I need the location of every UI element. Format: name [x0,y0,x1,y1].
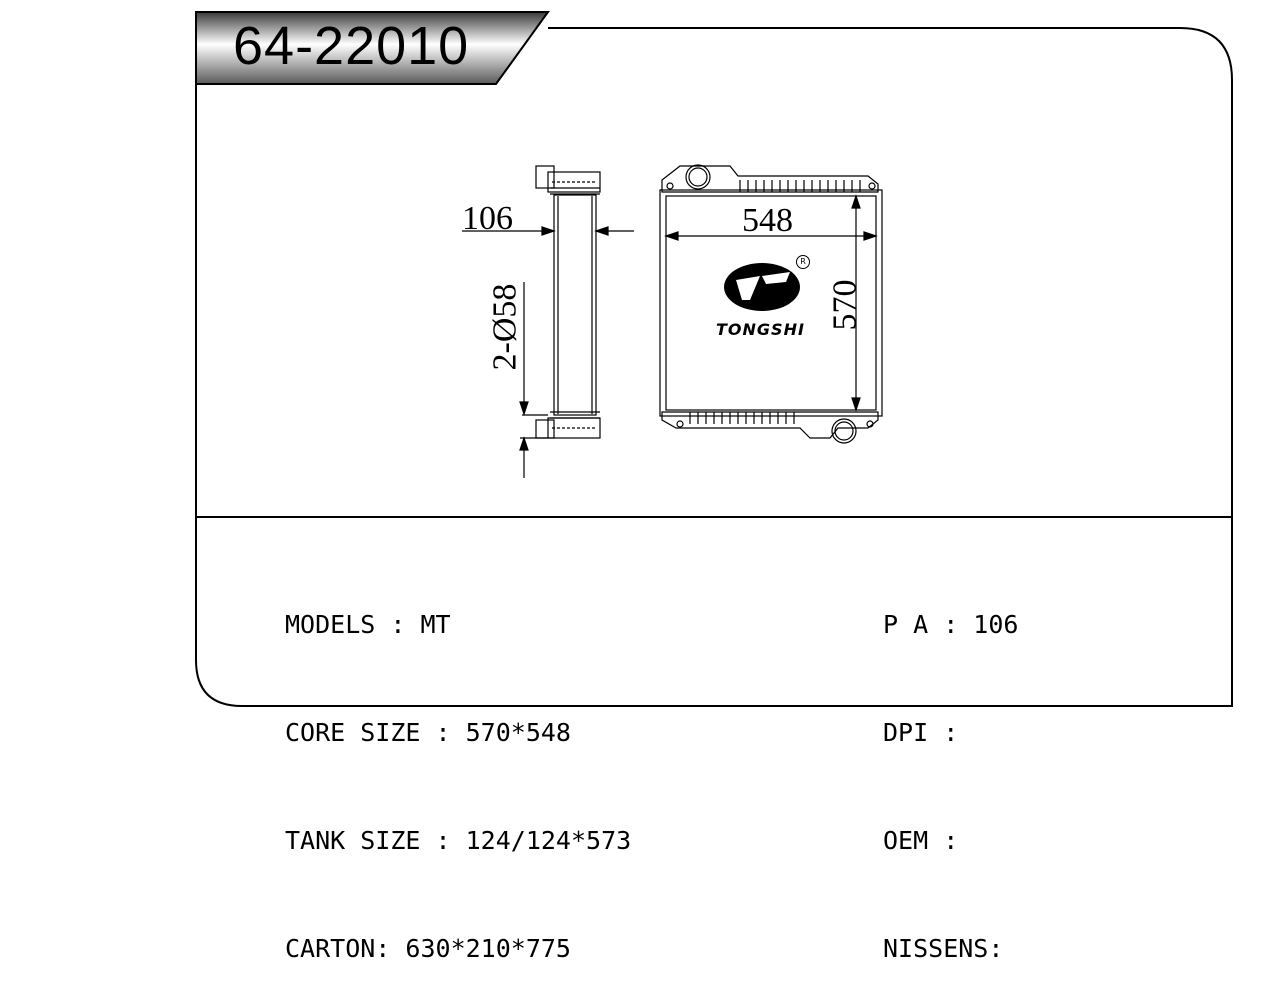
pipe-dimension [519,282,548,478]
spec-list-right: P A : 106 DPI : OEM : NISSENS: [883,535,1018,1003]
spec-dpi: DPI : [883,718,959,747]
spec-core-size: CORE SIZE : 570*548 [285,718,571,747]
width-dimension-label: 106 [462,200,513,237]
spec-tank-size: TANK SIZE : 124/124*573 [285,826,632,855]
side-view [535,165,601,439]
spec-nissens: NISSENS: [883,934,1004,963]
outer-frame [195,12,1233,707]
core-width-dimension [664,231,878,241]
spec-pa: P A : 106 [883,610,1019,639]
spec-carton: CARTON: 630*210*775 [285,934,571,963]
core-height-label: 570 [826,279,864,331]
drawing-canvas [195,11,1233,707]
spec-oem: OEM : [883,826,959,855]
width-dimension [462,226,634,236]
spec-list-left: MODELS : MT CORE SIZE : 570*548 TANK SIZ… [285,535,631,1003]
part-number-title: 64-22010 [233,16,470,76]
front-view [659,164,883,444]
registered-mark-icon: R [796,255,810,269]
spec-models: MODELS : MT [285,610,451,639]
brand-logo-icon [724,263,800,311]
core-width-label: 548 [742,202,793,239]
pipe-diameter-label: 2-Ø58 [486,283,524,371]
title-tab [195,11,550,85]
brand-name: TONGSHI [716,320,805,339]
core-height-dimension [851,194,861,412]
